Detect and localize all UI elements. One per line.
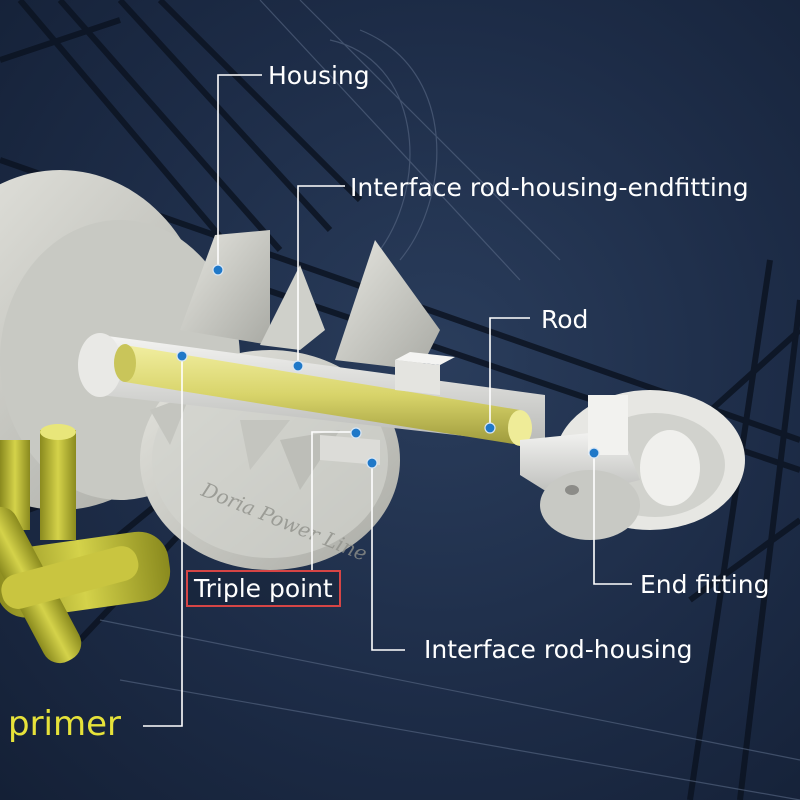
label-end-fitting: End fitting	[640, 572, 769, 597]
marker-dot-housing	[213, 265, 223, 275]
end-fitting	[520, 390, 745, 540]
marker-dot-end-fitting	[589, 448, 599, 458]
label-interface-rod-housing-endfitting: Interface rod-housing-endfitting	[350, 175, 749, 200]
label-rod: Rod	[541, 307, 588, 332]
label-housing: Housing	[268, 63, 370, 88]
marker-dot-triple-point	[351, 428, 361, 438]
label-primer: primer	[8, 707, 121, 741]
label-triple-point: Triple point	[186, 570, 341, 607]
marker-dot-interface-endfitting	[293, 361, 303, 371]
marker-dot-interface-rod-housing	[367, 458, 377, 468]
marker-dot-primer	[177, 351, 187, 361]
label-interface-rod-housing: Interface rod-housing	[424, 637, 692, 662]
marker-dot-rod	[485, 423, 495, 433]
